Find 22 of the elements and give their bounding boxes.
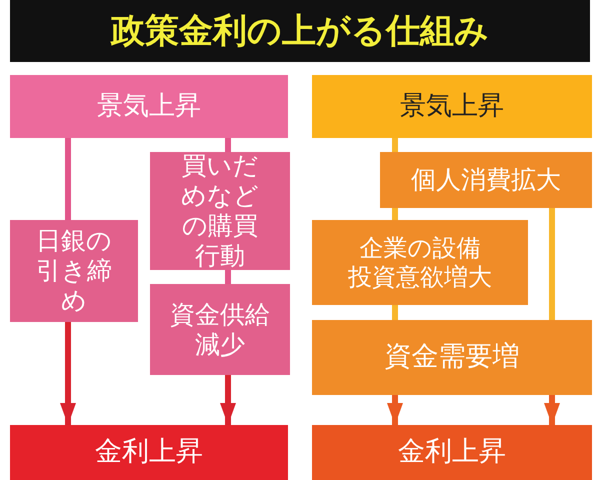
process-box: 景気上昇 — [10, 75, 288, 138]
arrow — [544, 395, 560, 425]
process-box: 資金需要増 — [312, 320, 592, 395]
process-box: 景気上昇 — [312, 75, 592, 138]
title-banner: 政策金利の上がる仕組み — [10, 0, 590, 62]
arrow — [387, 395, 403, 425]
process-box: 日銀の引き締め — [10, 220, 138, 322]
process-box: 金利上昇 — [312, 425, 592, 480]
process-box: 個人消費拡大 — [380, 152, 592, 208]
process-box: 金利上昇 — [10, 425, 288, 480]
connector-line — [392, 208, 398, 220]
process-box: 企業の設備投資意欲増大 — [312, 220, 528, 305]
connector-line — [392, 305, 398, 320]
connector-line — [65, 138, 71, 220]
connector-line — [549, 208, 555, 320]
connector-line — [225, 270, 231, 284]
arrow — [60, 322, 76, 425]
arrow — [220, 375, 236, 425]
process-box: 買いだめなどの購買行動 — [150, 152, 290, 270]
connector-line — [225, 138, 231, 152]
process-box: 資金供給減少 — [150, 284, 290, 375]
connector-line — [392, 138, 398, 152]
